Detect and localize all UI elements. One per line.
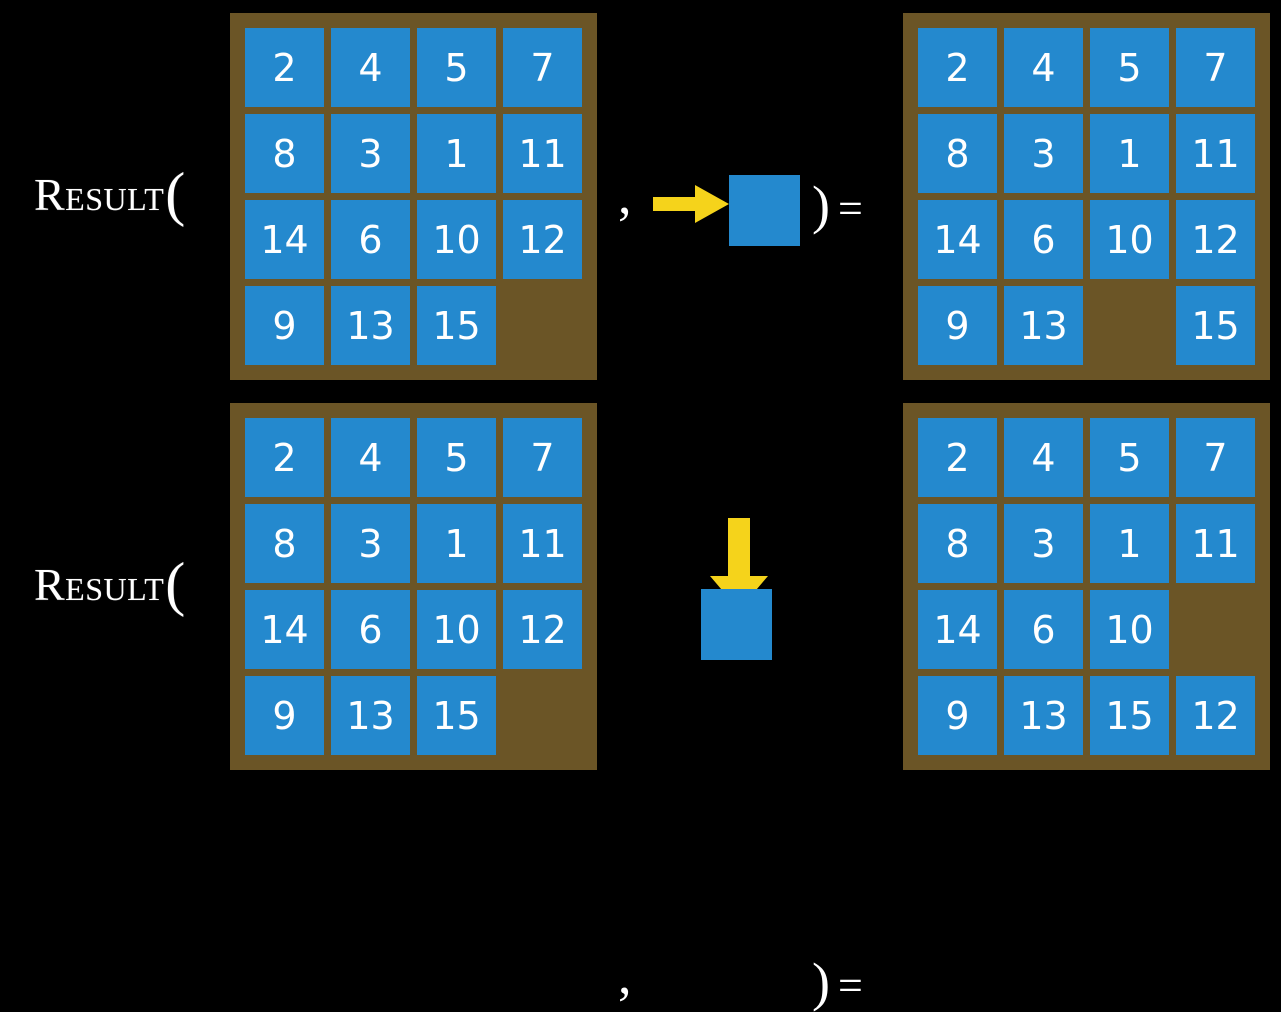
tile[interactable]: 5 (417, 28, 496, 107)
equals-sign: = (837, 184, 863, 233)
input-board-row-1: 2 4 5 7 8 3 1 11 14 6 10 12 9 13 15 (230, 13, 597, 380)
output-board-row-1: 2 4 5 7 8 3 1 11 14 6 10 12 9 13 15 (903, 13, 1270, 380)
tile[interactable]: 12 (503, 200, 582, 279)
blank-tile (1090, 286, 1169, 365)
moving-tile-indicator (701, 589, 772, 660)
tile[interactable]: 5 (417, 418, 496, 497)
tile[interactable]: 15 (417, 676, 496, 755)
tile[interactable]: 9 (245, 676, 324, 755)
tile[interactable]: 10 (1090, 590, 1169, 669)
tile[interactable]: 8 (245, 504, 324, 583)
tile[interactable]: 3 (331, 114, 410, 193)
open-paren: ( (165, 161, 186, 227)
tile[interactable]: 10 (417, 200, 496, 279)
tile[interactable]: 8 (918, 114, 997, 193)
equals-sign: = (837, 961, 863, 1010)
tile[interactable]: 13 (331, 676, 410, 755)
close-paren: ) (812, 952, 830, 1012)
tile[interactable]: 2 (245, 28, 324, 107)
tile[interactable]: 14 (918, 590, 997, 669)
close-paren-equals: )= (812, 955, 863, 1009)
arrow-right-icon (653, 185, 729, 223)
move-operand-row-1: , )= (600, 0, 900, 390)
tile[interactable]: 15 (1176, 286, 1255, 365)
comma: , (618, 945, 632, 1005)
output-board-row-2: 2 4 5 7 8 3 1 11 14 6 10 9 13 15 12 (903, 403, 1270, 770)
tile[interactable]: 4 (1004, 418, 1083, 497)
close-paren: ) (812, 175, 830, 235)
equation-row-1: Result( 2 4 5 7 8 3 1 11 14 6 10 12 9 13… (0, 0, 1281, 390)
input-board-row-2: 2 4 5 7 8 3 1 11 14 6 10 12 9 13 15 (230, 403, 597, 770)
tile[interactable]: 11 (1176, 114, 1255, 193)
tile[interactable]: 3 (1004, 504, 1083, 583)
tile[interactable]: 9 (918, 676, 997, 755)
tile[interactable]: 13 (331, 286, 410, 365)
close-paren-equals: )= (812, 178, 863, 232)
blank-tile (503, 676, 582, 755)
tile[interactable]: 12 (503, 590, 582, 669)
tile[interactable]: 7 (503, 418, 582, 497)
tile[interactable]: 5 (1090, 418, 1169, 497)
tile[interactable]: 9 (918, 286, 997, 365)
tile[interactable]: 14 (245, 590, 324, 669)
tile[interactable]: 7 (1176, 418, 1255, 497)
tile[interactable]: 6 (331, 200, 410, 279)
tile[interactable]: 10 (1090, 200, 1169, 279)
tile[interactable]: 9 (245, 286, 324, 365)
tile[interactable]: 6 (1004, 590, 1083, 669)
tile[interactable]: 11 (503, 114, 582, 193)
tile[interactable]: 6 (331, 590, 410, 669)
tile[interactable]: 7 (1176, 28, 1255, 107)
tile[interactable]: 15 (1090, 676, 1169, 755)
moving-tile-indicator (729, 175, 800, 246)
tile[interactable]: 2 (245, 418, 324, 497)
tile[interactable]: 14 (245, 200, 324, 279)
tile[interactable]: 1 (417, 114, 496, 193)
tile[interactable]: 4 (331, 418, 410, 497)
tile[interactable]: 11 (1176, 504, 1255, 583)
equation-row-2: Result( 2 4 5 7 8 3 1 11 14 6 10 12 9 13… (0, 390, 1281, 1009)
tile[interactable]: 12 (1176, 200, 1255, 279)
open-paren: ( (165, 551, 186, 617)
tile[interactable]: 8 (918, 504, 997, 583)
tile[interactable]: 4 (331, 28, 410, 107)
tile[interactable]: 15 (417, 286, 496, 365)
arrow-down-icon (710, 518, 768, 610)
tile[interactable]: 1 (417, 504, 496, 583)
result-word: Result (34, 559, 165, 610)
blank-tile (503, 286, 582, 365)
result-label-row-1: Result( (34, 164, 186, 224)
tile[interactable]: 12 (1176, 676, 1255, 755)
tile[interactable]: 6 (1004, 200, 1083, 279)
move-operand-row-2: , )= (600, 390, 900, 1009)
tile[interactable]: 4 (1004, 28, 1083, 107)
tile[interactable]: 1 (1090, 114, 1169, 193)
tile[interactable]: 8 (245, 114, 324, 193)
result-label-row-2: Result( (34, 554, 186, 614)
tile[interactable]: 1 (1090, 504, 1169, 583)
tile[interactable]: 7 (503, 28, 582, 107)
comma: , (618, 165, 632, 225)
tile[interactable]: 11 (503, 504, 582, 583)
tile[interactable]: 3 (331, 504, 410, 583)
result-word: Result (34, 169, 165, 220)
tile[interactable]: 13 (1004, 286, 1083, 365)
tile[interactable]: 14 (918, 200, 997, 279)
tile[interactable]: 2 (918, 418, 997, 497)
tile[interactable]: 10 (417, 590, 496, 669)
tile[interactable]: 3 (1004, 114, 1083, 193)
blank-tile (1176, 590, 1255, 669)
tile[interactable]: 13 (1004, 676, 1083, 755)
tile[interactable]: 2 (918, 28, 997, 107)
tile[interactable]: 5 (1090, 28, 1169, 107)
